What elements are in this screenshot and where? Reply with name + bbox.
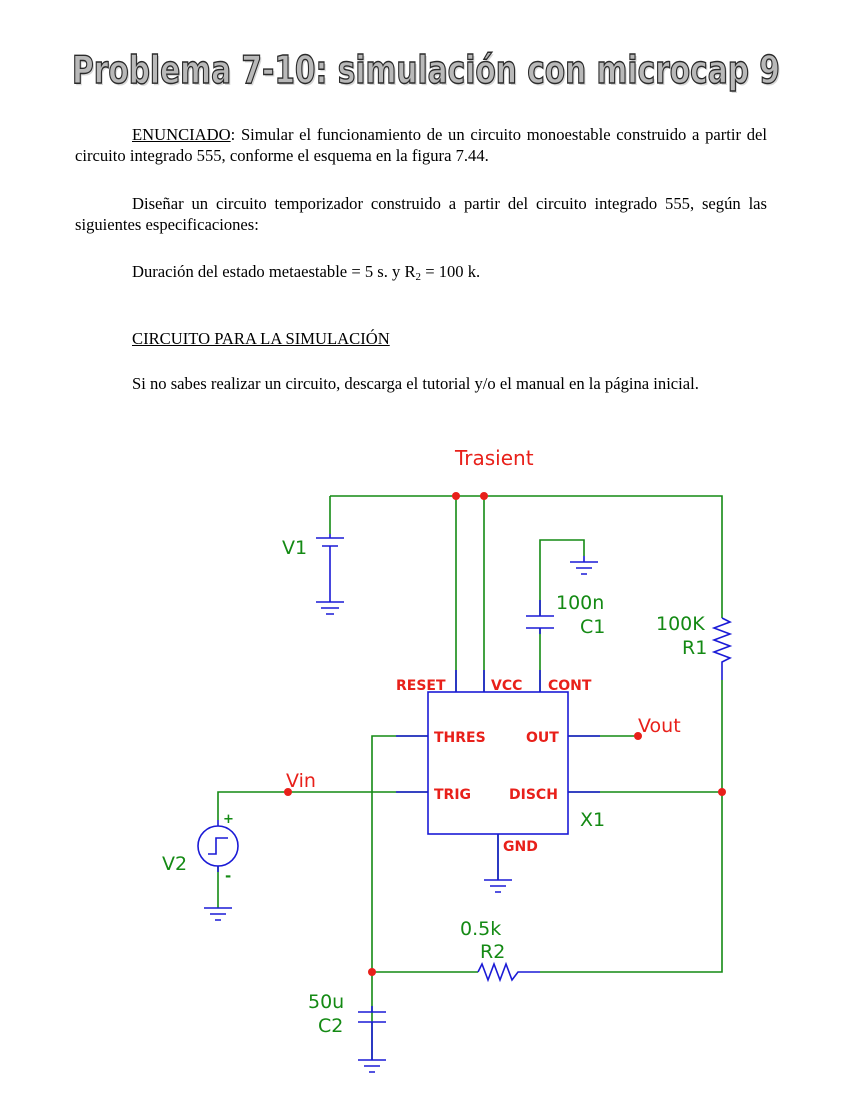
node-disch-junction: [718, 788, 726, 796]
pin-thres-label: THRES: [434, 730, 486, 746]
ic-top-pins: [455, 670, 541, 692]
vin-label: Vin: [286, 770, 316, 792]
section-heading: CIRCUITO PARA LA SIMULACIÓN: [132, 329, 390, 348]
r1-value: 100K: [656, 613, 705, 635]
c1-ground-symbol: [570, 556, 598, 575]
v2-label: V2: [162, 853, 187, 875]
v2-source: [197, 825, 239, 867]
spec-line: Duración del estado metaestable = 5 s. y…: [132, 262, 481, 283]
v2-minus-label: -: [225, 867, 231, 885]
pin-disch-label: DISCH: [509, 787, 558, 803]
ic-label: X1: [580, 809, 605, 831]
page-title: Problema 7-10: simulación con microcap 9: [71, 47, 780, 92]
c1-capacitor: [526, 600, 554, 634]
c2-label: C2: [318, 1015, 343, 1037]
v1-battery: [316, 534, 344, 615]
wire-trig: [217, 791, 428, 820]
v2-plus-label: +: [223, 812, 234, 827]
pin-gnd-label: GND: [503, 839, 538, 855]
pin-out-label: OUT: [526, 730, 559, 746]
r1-label: R1: [682, 637, 707, 659]
c2-capacitor: [358, 1006, 386, 1060]
c1-label: C1: [580, 616, 605, 638]
r2-value: 0.5k: [460, 918, 501, 940]
c2-ground-symbol: [358, 1059, 386, 1073]
paragraph-enunciado: ENUNCIADO: Simular el funcionamiento de …: [75, 124, 767, 166]
ic-555-body: [427, 691, 569, 835]
ic-side-pins: [396, 735, 600, 858]
pin-reset-label: RESET: [396, 678, 446, 694]
pin-trig-label: TRIG: [434, 787, 471, 803]
enunciado-text: : Simular el funcionamiento de un circui…: [75, 125, 767, 165]
pin-cont-label: CONT: [548, 678, 592, 694]
enunciado-heading: ENUNCIADO: [132, 125, 231, 144]
wire-c1-gnd: [539, 539, 585, 616]
analysis-label: Trasient: [454, 446, 534, 470]
node-reset-junction: [452, 492, 460, 500]
pin-vcc-label: VCC: [491, 678, 522, 694]
r2-label: R2: [480, 941, 505, 963]
vout-label: Vout: [638, 715, 681, 737]
wire-right-rail: [540, 680, 723, 973]
node-c2-junction: [368, 968, 376, 976]
tutorial-text: Si no sabes realizar un circuito, descar…: [132, 374, 699, 393]
nodes: [284, 492, 726, 976]
r1-resistor: [711, 617, 733, 680]
v1-label: V1: [282, 537, 307, 559]
specs-text: Diseñar un circuito temporizador constru…: [75, 194, 767, 234]
node-vcc-junction: [480, 492, 488, 500]
node-vout: [634, 732, 642, 740]
c1-value: 100n: [556, 592, 604, 614]
components: [197, 534, 733, 1073]
paragraph-tutorial: Si no sabes realizar un circuito, descar…: [75, 373, 767, 394]
v2-ground-symbol: [204, 907, 232, 921]
spec-text-end: = 100 k.: [421, 262, 481, 281]
r2-resistor: [477, 961, 540, 983]
c2-value: 50u: [308, 991, 344, 1013]
spec-subscript: 2: [415, 271, 422, 283]
paragraph-specs: Diseñar un circuito temporizador constru…: [75, 193, 767, 235]
wire-top-rail: [330, 495, 723, 618]
spec-text: Duración del estado metaestable = 5 s. y…: [132, 262, 416, 281]
ic-ground-symbol: [484, 858, 512, 893]
v2-pulse-glyph: [208, 837, 228, 855]
node-vin: [284, 788, 292, 796]
